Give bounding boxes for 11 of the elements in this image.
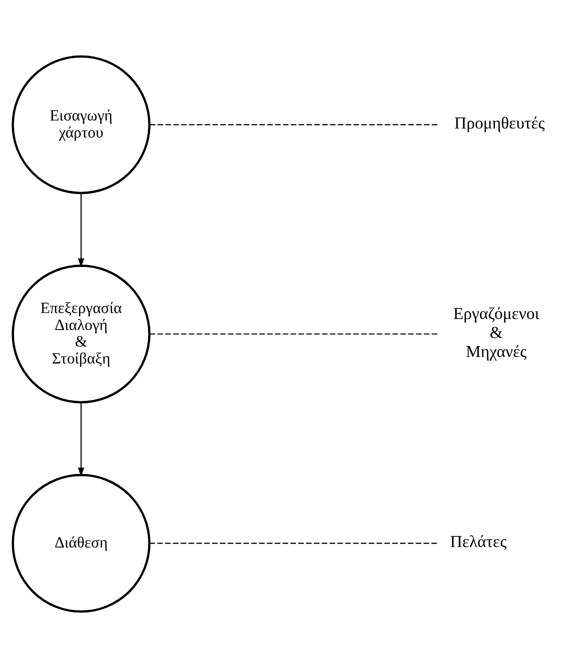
node-circle: Εισαγωγή χάρτου bbox=[12, 55, 150, 194]
arrow bbox=[78, 402, 84, 477]
node-text: Προμηθευτές bbox=[454, 114, 545, 133]
connector bbox=[149, 542, 438, 544]
connector bbox=[150, 333, 438, 335]
node-text: Πελάτες bbox=[450, 532, 507, 552]
connector bbox=[150, 124, 438, 126]
arrow bbox=[78, 193, 84, 268]
node-circle: Διάθεση bbox=[12, 474, 150, 613]
node-circle: Επεξεργασία Διαλογή & Στοίβαξη bbox=[12, 264, 150, 404]
node-text: Εργαζόμενοι & Μηχανές bbox=[453, 304, 540, 361]
